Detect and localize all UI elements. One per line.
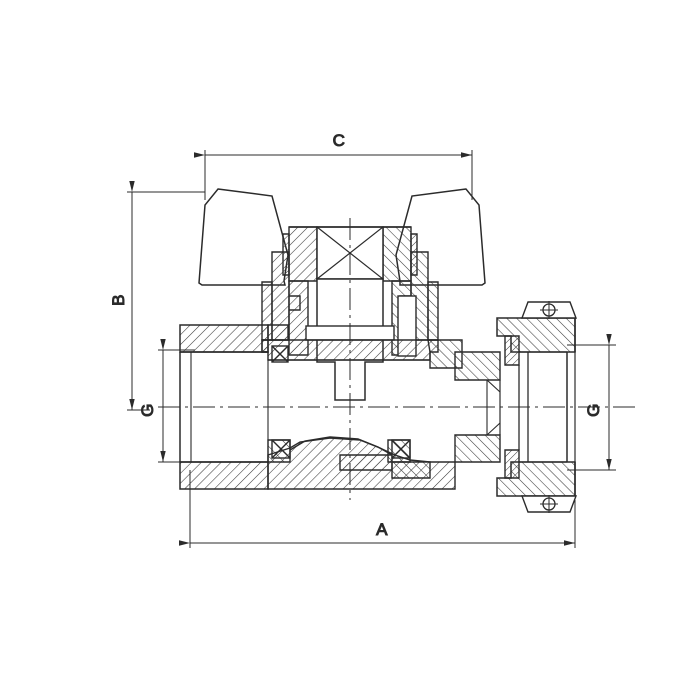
packing-gland [261,251,439,357]
dimension-label-a: A [376,520,388,539]
seat-seals [271,345,411,459]
dimension-label-g-right: G [584,403,603,417]
dimension-a: A [179,470,576,548]
flange-lug-bottom [520,495,578,513]
dimension-label-g-left: G [138,403,157,417]
union-tail-piece [454,351,501,463]
dimension-label-c: C [333,131,346,150]
dimension-b: B [109,181,205,411]
dimension-c: C [194,131,473,200]
flange-lug-top [520,301,578,319]
dimension-g-right: G [567,334,616,471]
dimension-label-b: B [109,294,128,306]
left-female-thread-end [179,324,269,490]
dimension-g-left: G [138,339,195,463]
